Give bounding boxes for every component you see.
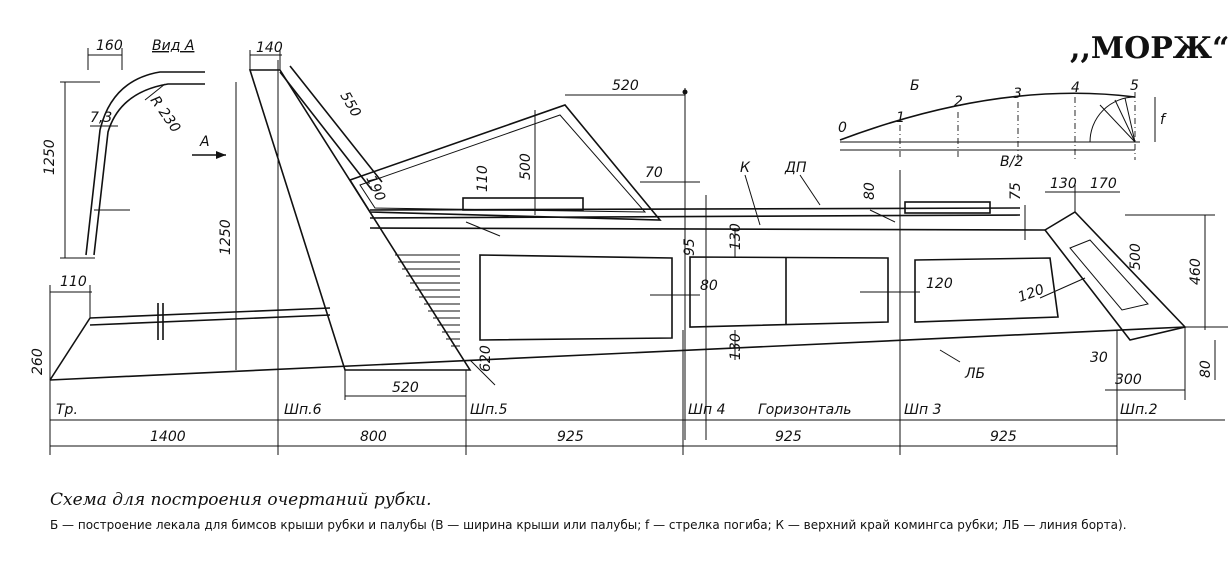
caption-title: Схема для построения очертаний рубки. [50,490,432,510]
deckhouse-drawing: ,,МОРЖ“ 160 Вид А 1250 7,3 R 230 А [30,31,1228,455]
dim-80-top: 80 [862,182,878,200]
spacing-925-c: 925 [990,429,1017,445]
station-2: Шп.2 [1120,402,1158,418]
spacing-1400: 1400 [150,429,186,445]
dim-95: 95 [682,238,698,256]
dim-75: 75 [1008,182,1024,200]
half-width-label: B/2 [1000,154,1023,170]
curve-label-b: Б [910,78,920,94]
dim-550: 550 [337,89,364,120]
dim-520-low: 520 [392,380,419,396]
dim-30: 30 [1090,350,1108,366]
station-transom: Тр. [56,402,78,418]
dim-110-top: 110 [475,165,491,192]
caption-text: Б — построение лекала для бимсов крыши р… [50,518,1127,532]
dim-190: 190 [362,173,388,204]
dim-460: 460 [1188,258,1204,285]
camber-point-5: 5 [1130,78,1139,94]
camber-point-0: 0 [838,120,847,136]
dim-110-left: 110 [60,274,87,290]
dim-120-mid: 120 [926,276,953,292]
dim-500: 500 [518,153,534,180]
station-chain: Тр. Шп.6 Шп.5 Шп 4 Горизонталь Шп 3 Шп.2… [49,60,1225,455]
view-arrow-label: А [199,134,210,150]
hull-profile [49,65,1187,381]
side-line-label: ЛБ [964,366,985,382]
dim-620: 620 [478,345,494,372]
station-5: Шп.5 [470,402,508,418]
view-a-label: Вид А [152,38,194,54]
camber-point-2: 2 [954,94,963,110]
station-6: Шп.6 [284,402,322,418]
dim-1250-view: 1250 [42,139,58,175]
dim-170: 170 [1090,176,1117,192]
camber-f-label: f [1160,112,1167,128]
dim-120-front: 120 [1016,282,1047,306]
dim-300: 300 [1115,372,1142,388]
dim-130-b: 130 [728,223,744,250]
view-a-inset: 160 Вид А 1250 7,3 R 230 [42,38,205,259]
dim-80-mid: 80 [700,278,718,294]
boat-name-title: ,,МОРЖ“ [1070,31,1228,66]
dim-260: 260 [30,348,46,375]
camber-construction: Б 0 1 2 3 4 5 f B/2 [838,78,1167,170]
camber-point-3: 3 [1013,86,1022,102]
dim-160: 160 [96,38,123,54]
profile-dimensions: 140 550 1250 190 520 500 110 70 80 75 13… [30,40,1228,440]
figure-caption: Схема для построения очертаний рубки. Б … [50,490,1220,532]
spacing-925-b: 925 [775,429,802,445]
dim-1250: 1250 [218,219,234,255]
dim-130-a: 130 [1050,176,1077,192]
station-3: Шп 3 [904,402,941,418]
dim-140: 140 [256,40,283,56]
dim-r230: R 230 [147,93,184,136]
spacing-925-a: 925 [557,429,584,445]
dim-7-3: 7,3 [90,110,112,126]
camber-point-4: 4 [1071,80,1080,96]
dim-500-front: 500 [1128,243,1144,270]
dim-130-low: 130 [728,333,744,360]
horizontal-label: Горизонталь [758,402,851,418]
centerline-label: ДП [784,160,807,176]
dim-520-top: 520 [612,78,639,94]
coaming-edge-label: К [740,160,751,176]
station-4: Шп 4 [688,402,725,418]
dim-70: 70 [645,165,663,181]
dim-80-low: 80 [1198,360,1214,378]
spacing-800: 800 [360,429,387,445]
view-arrow: А [192,134,226,159]
camber-point-1: 1 [896,110,905,126]
